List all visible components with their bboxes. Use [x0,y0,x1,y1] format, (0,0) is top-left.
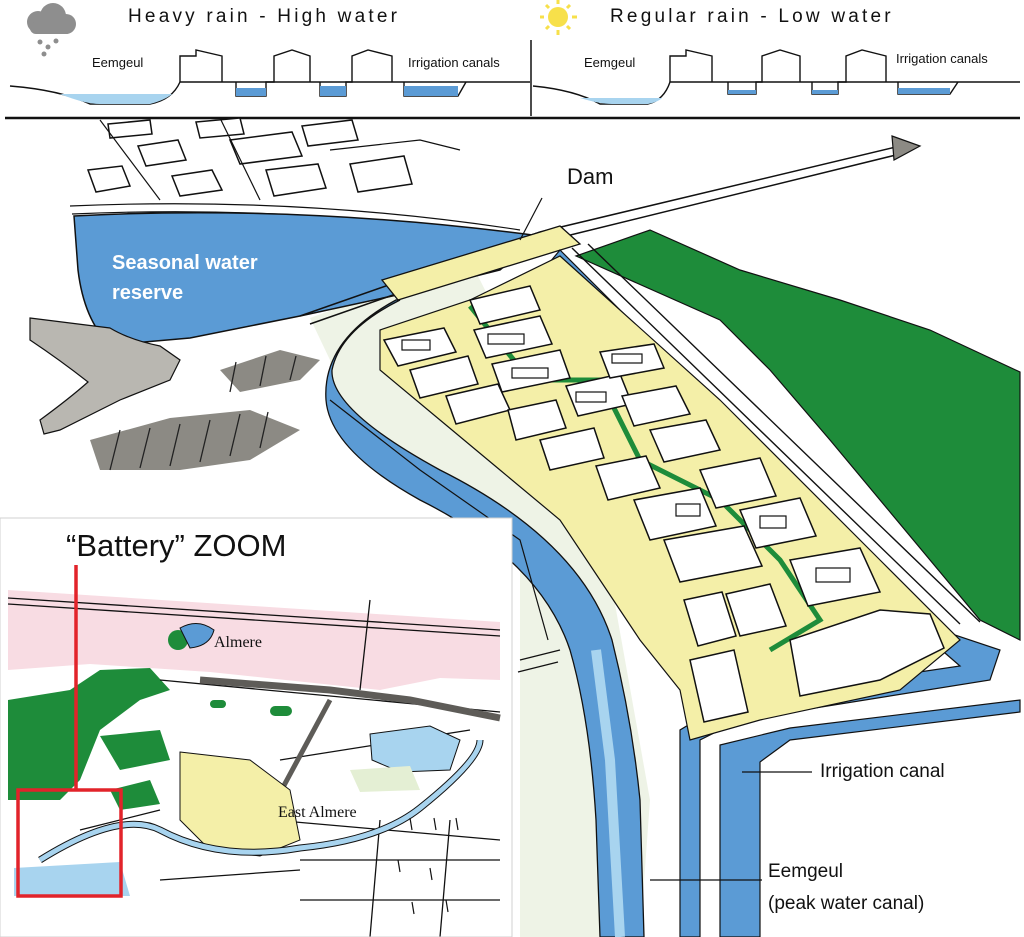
district-blocks [382,285,945,723]
inset-water-sw [14,862,130,896]
inset-almere-lake [179,623,215,649]
inset-pink-zone [8,590,500,690]
gray-fields [90,350,320,471]
dam-label: Dam [567,164,614,189]
sun-icon [540,0,577,35]
irrigation-canals-label-left: Irrigation canals [408,55,500,70]
inset-green-areas [8,630,292,810]
ne-arrow-head [891,135,922,161]
inset [0,517,513,937]
high-water-title: Heavy rain - High water [128,6,401,27]
inset-east-field [350,766,420,792]
irrigation-canals-label-right: Irrigation canals [896,51,988,66]
dam [380,225,582,301]
irrigation-canal-south [719,699,1021,937]
inset-tree-marks [397,817,459,915]
eemgeul-label-right: Eemgeul [584,55,636,70]
low-water-section [532,49,1020,105]
almere-label: Almere [214,634,262,651]
eemgeul-highlight [591,649,625,937]
inset-canal [38,739,483,863]
inset-frame [0,517,513,937]
irrigation-canal-label: Irrigation canal [820,761,945,782]
reserve-label-line1: Seasonal water [112,252,258,274]
inset-highway [199,676,501,722]
east-road [571,243,981,625]
seasonal-water-reserve [73,211,542,346]
rain-cloud-icon [27,3,76,57]
eemgeul-label-left: Eemgeul [92,55,144,70]
eemgeul-label: Eemgeul [768,861,843,882]
reserve-label-line2: reserve [112,282,184,304]
green-forest [574,229,1021,641]
city-blocks-north [86,117,413,197]
inset-east-lake [369,725,461,773]
east-almere-label: East Almere [278,804,357,821]
battery-zoom-title: “Battery” ZOOM [66,528,287,563]
west-road [329,399,561,673]
peak-canal-label: (peak water canal) [768,893,925,914]
high-water-section [9,49,530,105]
main-map [29,117,1021,937]
top-strip [5,0,1020,120]
gray-land-west [29,317,181,435]
battery-zoom-box [16,788,123,898]
low-water-title: Regular rain - Low water [610,6,894,27]
dam-leader [519,197,543,241]
courtyard-marks [401,333,851,583]
